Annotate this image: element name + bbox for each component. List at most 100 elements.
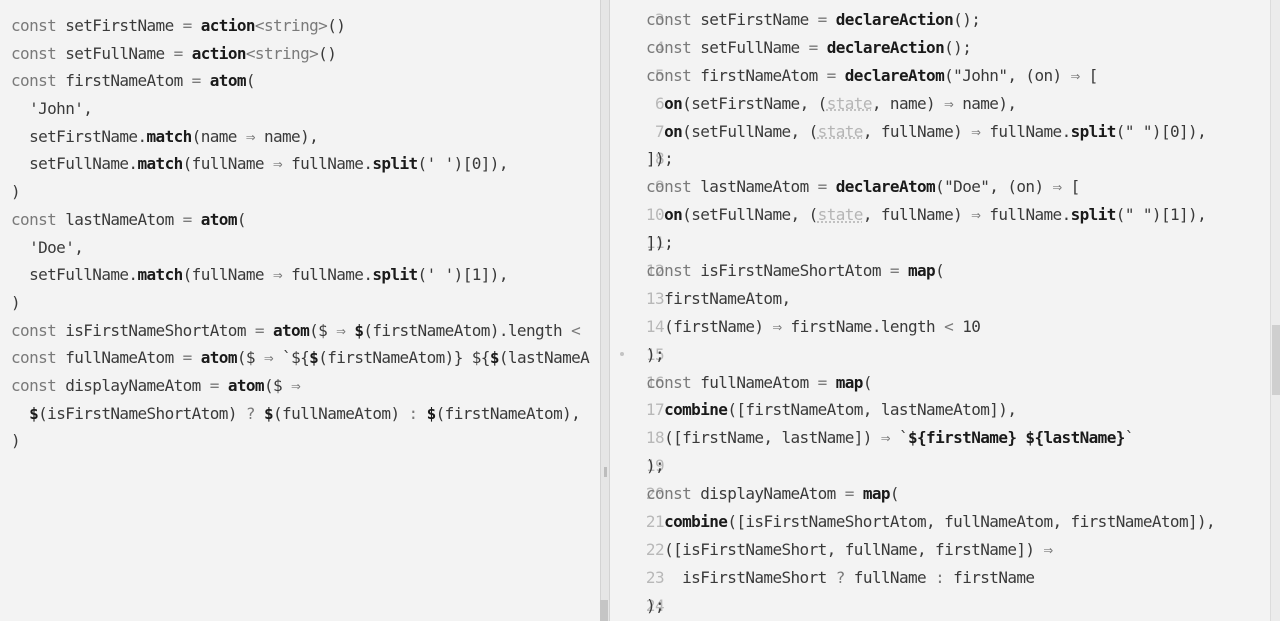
code-line[interactable]: const displayNameAtom = atom($ ⇒ bbox=[11, 372, 589, 400]
code-token: ); bbox=[646, 456, 665, 476]
code-line[interactable]: const setFirstName = declareAction(); bbox=[646, 6, 1215, 34]
code-token: $ bbox=[354, 320, 364, 340]
code-line[interactable]: const firstNameAtom = declareAtom("John"… bbox=[646, 62, 1215, 90]
code-line[interactable]: ) bbox=[11, 289, 589, 317]
code-token: const bbox=[646, 65, 701, 85]
code-line[interactable]: const setFullName = declareAction(); bbox=[646, 34, 1215, 62]
code-token: , fullName) bbox=[862, 205, 972, 225]
code-token: ⇒ bbox=[880, 428, 899, 448]
code-line[interactable]: const fullNameAtom = map( bbox=[646, 369, 1215, 397]
divider-handle-icon[interactable] bbox=[604, 467, 607, 477]
code-line[interactable]: setFirstName.match(name ⇒ name), bbox=[11, 123, 589, 151]
code-token: ⇒ bbox=[971, 205, 990, 225]
code-token: combine bbox=[664, 512, 728, 532]
right-code-block[interactable]: const setFirstName = declareAction();con… bbox=[646, 6, 1216, 620]
code-line[interactable]: const displayNameAtom = map( bbox=[646, 480, 1215, 508]
code-line[interactable]: ); bbox=[646, 452, 1215, 480]
code-token: setFirstName bbox=[700, 10, 818, 29]
code-line[interactable]: const isFirstNameShortAtom = atom($ ⇒ $(… bbox=[11, 317, 589, 345]
code-token: (firstNameAtom).length bbox=[363, 320, 572, 340]
code-token: const bbox=[646, 177, 701, 197]
code-line[interactable]: combine([isFirstNameShortAtom, fullNameA… bbox=[646, 508, 1216, 536]
code-token: ( bbox=[889, 484, 900, 504]
code-token: ) bbox=[11, 292, 21, 312]
line-number: 13 bbox=[645, 288, 665, 308]
code-line[interactable]: ); bbox=[646, 341, 1215, 369]
code-token: = bbox=[182, 16, 201, 35]
code-line[interactable]: const isFirstNameShortAtom = map( bbox=[646, 257, 1215, 285]
code-token: ` bbox=[1124, 428, 1135, 448]
split-divider[interactable] bbox=[600, 0, 610, 621]
code-token: (); bbox=[944, 37, 972, 57]
code-line[interactable]: ) bbox=[11, 178, 589, 206]
code-token: ]); bbox=[646, 233, 674, 253]
code-token: fullName. bbox=[989, 205, 1071, 225]
code-token: ($ bbox=[236, 348, 264, 368]
code-token: = bbox=[844, 484, 863, 504]
code-line[interactable]: const setFirstName = action<string>() bbox=[11, 12, 589, 40]
line-number: 18 bbox=[645, 428, 665, 448]
code-token: displayNameAtom bbox=[65, 375, 210, 395]
code-token: match bbox=[146, 126, 193, 146]
code-line[interactable]: 'John', bbox=[11, 95, 589, 123]
line-number: 20 bbox=[645, 484, 665, 504]
code-token: , fullName) bbox=[862, 121, 972, 141]
code-line[interactable]: $(isFirstNameShortAtom) ? $(fullNameAtom… bbox=[11, 400, 589, 428]
code-token: isFirstNameShortAtom bbox=[700, 261, 890, 281]
code-token: declareAtom bbox=[844, 65, 945, 85]
right-editor-pane[interactable] bbox=[610, 0, 1270, 621]
code-line[interactable]: combine([firstNameAtom, lastNameAtom]), bbox=[646, 396, 1215, 424]
left-code-block[interactable]: const setFirstName = action<string>()con… bbox=[11, 12, 590, 455]
code-token bbox=[646, 512, 664, 531]
code-token: = bbox=[254, 320, 273, 340]
code-line[interactable]: setFullName.match(fullName ⇒ fullName.sp… bbox=[11, 150, 589, 178]
line-number: 10 bbox=[645, 205, 665, 225]
code-line[interactable]: 'Doe', bbox=[11, 234, 589, 262]
code-token: [ bbox=[1088, 65, 1099, 85]
code-line[interactable]: ([isFirstNameShort, fullName, firstName]… bbox=[646, 536, 1215, 564]
code-token: const bbox=[11, 348, 66, 368]
code-token: : bbox=[935, 567, 954, 587]
code-token: firstNameAtom bbox=[65, 71, 192, 91]
code-line[interactable]: ); bbox=[646, 592, 1215, 620]
code-token: ( bbox=[245, 71, 256, 91]
code-token: match bbox=[137, 154, 183, 174]
code-line[interactable]: (firstName) ⇒ firstName.length < 10 bbox=[646, 313, 1215, 341]
code-token: const bbox=[11, 16, 66, 35]
code-line[interactable]: const lastNameAtom = declareAtom("Doe", … bbox=[646, 173, 1215, 201]
code-token: ( bbox=[935, 261, 945, 281]
code-line[interactable]: ) bbox=[11, 427, 589, 455]
code-line[interactable]: on(setFullName, (state, fullName) ⇒ full… bbox=[646, 118, 1215, 146]
code-line[interactable]: ([firstName, lastName]) ⇒ `${firstName} … bbox=[646, 424, 1215, 452]
code-line[interactable]: isFirstNameShort ? fullName : firstName bbox=[646, 564, 1215, 592]
code-token: split bbox=[372, 154, 418, 174]
code-token: const bbox=[11, 375, 66, 395]
code-line[interactable]: on(setFirstName, (state, name) ⇒ name), bbox=[646, 90, 1215, 118]
code-token: ($ bbox=[263, 375, 292, 395]
left-scrollbar-thumb[interactable] bbox=[600, 600, 608, 621]
code-token: $ bbox=[426, 403, 437, 423]
code-line[interactable]: on(setFullName, (state, fullName) ⇒ full… bbox=[646, 201, 1215, 229]
code-line[interactable]: ]); bbox=[646, 229, 1215, 257]
line-number: 21 bbox=[645, 512, 665, 532]
code-line[interactable]: const lastNameAtom = atom( bbox=[11, 206, 589, 234]
code-token: atom bbox=[272, 320, 310, 340]
fold-marker-icon[interactable] bbox=[620, 352, 624, 356]
right-scrollbar-track[interactable] bbox=[1270, 0, 1280, 621]
left-editor-pane[interactable] bbox=[0, 0, 600, 621]
code-line[interactable]: firstNameAtom, bbox=[646, 285, 1215, 313]
code-token: ([isFirstNameShort, fullName, firstName]… bbox=[646, 539, 1044, 559]
code-token: ([firstNameAtom, lastNameAtom]), bbox=[727, 400, 1017, 420]
code-line[interactable]: ]); bbox=[646, 145, 1215, 173]
code-token: on bbox=[664, 121, 683, 141]
code-line[interactable]: setFullName.match(fullName ⇒ fullName.sp… bbox=[11, 261, 589, 289]
code-line[interactable]: const firstNameAtom = atom( bbox=[11, 67, 589, 95]
code-token: combine bbox=[664, 400, 728, 420]
code-line[interactable]: const setFullName = action<string>() bbox=[11, 40, 589, 68]
code-token: = bbox=[808, 37, 827, 57]
right-scrollbar-thumb[interactable] bbox=[1272, 325, 1280, 395]
code-token: lastNameAtom bbox=[65, 209, 183, 229]
code-token: ($ bbox=[309, 320, 337, 340]
code-token: $ bbox=[263, 403, 274, 423]
code-line[interactable]: const fullNameAtom = atom($ ⇒ `${$(first… bbox=[11, 344, 590, 372]
